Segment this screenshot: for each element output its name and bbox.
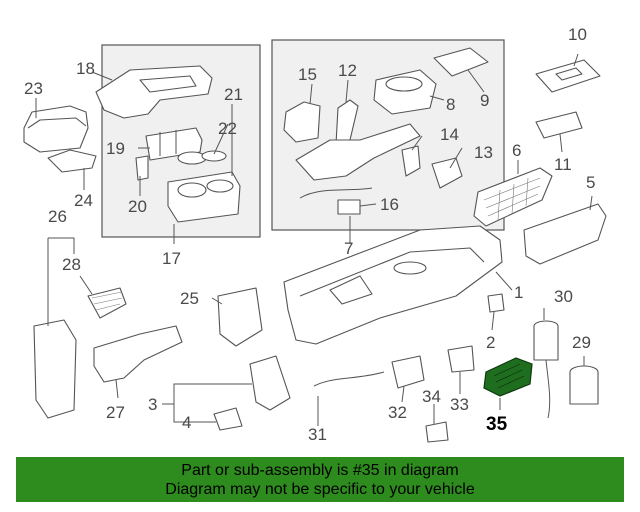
cup-holder-assy <box>167 171 241 223</box>
callout-5: 5 <box>586 173 595 192</box>
clip-34 <box>425 421 449 443</box>
bracket-20 <box>135 155 149 181</box>
wireless-charger-pad <box>535 59 601 93</box>
callout-34: 34 <box>422 387 441 406</box>
air-vent-28 <box>87 287 127 319</box>
lighter-30 <box>533 320 559 419</box>
armrest-lid <box>23 105 89 153</box>
parts-diagram: 1 2 3 4 5 6 7 8 9 10 11 12 13 14 15 16 1… <box>23 25 607 444</box>
cover-2 <box>487 293 505 313</box>
bracket-13 <box>431 157 463 189</box>
banner-line-2: Diagram may not be specific to your vehi… <box>165 481 475 498</box>
callout-32: 32 <box>388 403 407 422</box>
shift-knob-trim <box>335 99 359 145</box>
shifter-bezel <box>95 65 213 119</box>
wiring-harness-31 <box>313 371 385 387</box>
bracket-14 <box>401 145 421 177</box>
usb-module-35 <box>483 357 533 397</box>
callout-15: 15 <box>298 65 317 84</box>
callout-17: 17 <box>162 249 181 268</box>
console-body <box>283 225 503 345</box>
charger-module <box>535 111 583 139</box>
callout-27: 27 <box>106 403 125 422</box>
socket-29 <box>569 365 599 405</box>
console-upper-cover <box>295 123 421 181</box>
callout-12: 12 <box>338 61 357 80</box>
callout-23: 23 <box>24 79 43 98</box>
callout-29: 29 <box>572 333 591 352</box>
wiring-harness-16 <box>299 187 373 215</box>
callout-13: 13 <box>474 143 493 162</box>
power-outlet <box>391 355 425 389</box>
callout-21: 21 <box>224 85 243 104</box>
callout-25: 25 <box>180 289 199 308</box>
callout-8: 8 <box>446 95 455 114</box>
callout-30: 30 <box>554 287 573 306</box>
callout-16: 16 <box>380 195 399 214</box>
callout-7: 7 <box>344 239 353 258</box>
cup-holder-ring <box>177 150 227 165</box>
air-duct-27 <box>93 325 183 383</box>
info-banner: Part or sub-assembly is #35 in diagram D… <box>16 457 624 502</box>
callout-11: 11 <box>554 155 572 174</box>
side-grille <box>473 167 553 227</box>
callout-35: 35 <box>486 414 508 435</box>
tray-mat <box>433 47 489 77</box>
callout-18: 18 <box>76 59 95 78</box>
callout-31: 31 <box>308 425 327 444</box>
callout-10: 10 <box>568 25 587 44</box>
switch-33 <box>447 345 475 373</box>
bracket-25 <box>217 287 263 347</box>
callout-26: 26 <box>48 207 67 226</box>
callout-20: 20 <box>128 197 147 216</box>
armrest-pad <box>47 149 97 173</box>
callout-3: 3 <box>148 395 157 414</box>
callout-2: 2 <box>486 333 495 352</box>
bracket-4 <box>213 407 243 431</box>
callout-4: 4 <box>182 413 191 432</box>
callout-6: 6 <box>512 141 521 160</box>
banner-line-1: Part or sub-assembly is #35 in diagram <box>181 462 459 479</box>
callout-14: 14 <box>440 125 459 144</box>
callout-19: 19 <box>106 139 125 158</box>
side-panel-26 <box>33 319 77 419</box>
callout-1: 1 <box>514 283 523 302</box>
shift-boot <box>283 101 321 143</box>
callout-9: 9 <box>480 91 489 110</box>
callout-22: 22 <box>218 119 237 138</box>
side-trim-panel <box>523 203 607 265</box>
storage-bin <box>373 69 437 115</box>
bracket-3 <box>249 355 291 411</box>
callout-24: 24 <box>74 191 93 210</box>
callout-33: 33 <box>450 395 469 414</box>
callout-28: 28 <box>62 255 81 274</box>
